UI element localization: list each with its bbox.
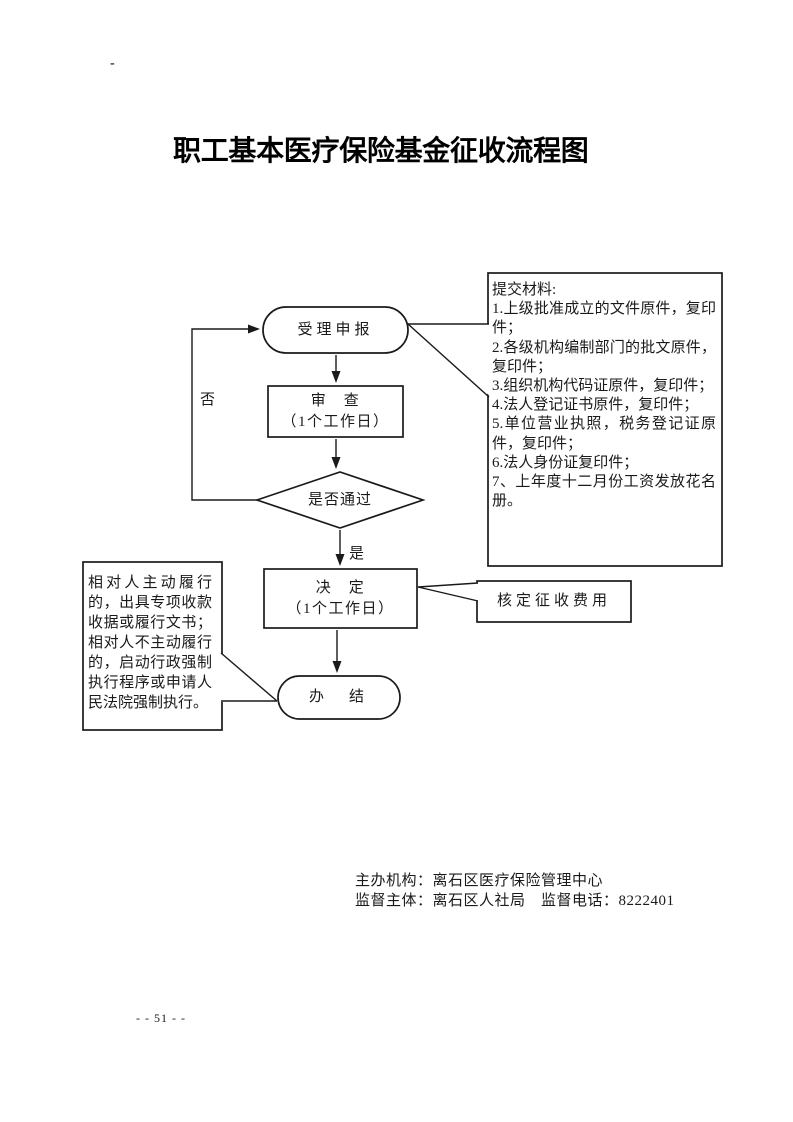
materials-item: 1.上级批准成立的文件原件，复印件； (492, 301, 716, 337)
materials-item: 5.单位营业执照，税务登记证原件，复印件； (492, 416, 716, 452)
pass-check-label: 是否通过 (307, 491, 372, 508)
decide-node-label: 决 定 (315, 579, 366, 596)
materials-callout-box (487, 272, 723, 567)
review-node-label: 审 查 (310, 392, 361, 409)
materials-title: 提交材料: (492, 282, 557, 298)
decide-node: 决 定 （1个工作日） (264, 569, 417, 628)
materials-callout: 提交材料: 1.上级批准成立的文件原件，复印件； 2.各级机构编制部门的批文原件… (492, 281, 716, 511)
materials-pointer-bottom-line (407, 323, 490, 398)
fee-pointer-bottom-line (417, 586, 479, 602)
review-node-duration: （1个工作日） (281, 413, 390, 430)
complete-node-shape (277, 675, 401, 720)
materials-item: 3.组织机构代码证原件，复印件； (492, 378, 714, 395)
enforcement-pointer-top-line (220, 652, 278, 702)
decide-node-duration: （1个工作日） (286, 600, 395, 617)
review-node-shape (267, 385, 404, 438)
pass-check-diamond-shape (254, 471, 426, 529)
page-number: - - 51 - - (136, 1011, 186, 1025)
materials-item: 4.法人登记证书原件，复印件； (492, 397, 699, 414)
fee-callout-label: 核定征收费用 (496, 593, 611, 609)
complete-node-label: 办 结 (308, 689, 369, 705)
enforcement-callout-box (82, 561, 223, 731)
fee-pointer-top-line (417, 582, 479, 588)
accept-node-shape (262, 306, 409, 354)
materials-item: 6.法人身份证复印件； (492, 454, 639, 471)
review-node: 审 查 （1个工作日） (268, 386, 403, 437)
edge-label-no: 否 (200, 392, 216, 408)
edge-label-yes: 是 (349, 546, 365, 562)
decide-node-shape (263, 568, 418, 629)
top-dash-mark: - (110, 56, 115, 71)
accept-node-label: 受理申报 (297, 321, 374, 338)
materials-item: 7、上年度十二月份工资发放花名册。 (492, 474, 716, 510)
enforcement-callout-text: 相对人主动履行的，出具专项收款收据或履行文书；相对人不主动履行的，启动行政强制执… (88, 575, 212, 711)
page-title: 职工基本医疗保险基金征收流程图 (173, 135, 589, 166)
fee-pointer-mask (418, 583, 480, 601)
footer-info: 主办机构：离石区医疗保险管理中心 监督主体：离石区人社局 监督电话：822240… (355, 871, 675, 911)
footer-org-line: 主办机构：离石区医疗保险管理中心 (355, 873, 604, 889)
footer-supervisor-line: 监督主体：离石区人社局 监督电话：8222401 (355, 893, 675, 909)
fee-callout-box (476, 580, 632, 623)
arrow-no-feedback-loop (191, 324, 260, 501)
materials-item: 2.各级机构编制部门的批文原件，复印件； (492, 339, 716, 375)
